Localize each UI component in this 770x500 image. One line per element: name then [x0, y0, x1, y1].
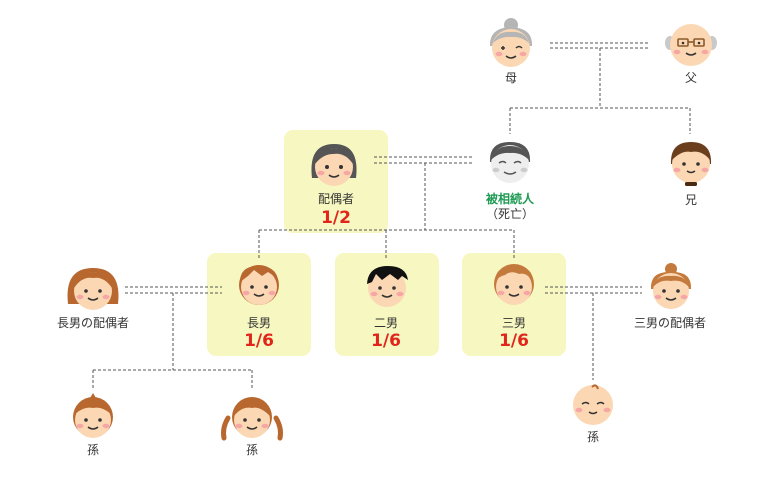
- brother-icon: [670, 142, 712, 186]
- eldest-son-label: 長男: [246, 316, 272, 330]
- mother-icon: [489, 18, 533, 67]
- eldest-son-spouse-label: 長男の配偶者: [56, 316, 130, 330]
- grandchild-2-icon: [221, 397, 283, 441]
- grandchild-3-icon: [573, 384, 613, 425]
- grandchild-3-label: 孫: [586, 430, 600, 444]
- third-son-label: 三男: [501, 316, 527, 330]
- eldest-son-icon: [239, 265, 279, 305]
- grandchild-1-icon: [73, 393, 113, 438]
- second-son-share: 1/6: [371, 331, 401, 351]
- father-icon: [665, 24, 717, 66]
- deceased-icon: [489, 142, 531, 183]
- father-label: 父: [684, 71, 698, 85]
- spouse-share: 1/2: [321, 208, 351, 228]
- grandchild-2-label: 孫: [245, 443, 259, 457]
- second-son-icon: [367, 266, 408, 307]
- mother-label: 母: [504, 71, 518, 85]
- spouse-label: 配偶者: [317, 192, 355, 206]
- grandchild-1-label: 孫: [86, 443, 100, 457]
- second-son-label: 二男: [373, 316, 399, 330]
- spouse-icon: [311, 144, 357, 186]
- third-son-icon: [494, 264, 534, 305]
- third-son-spouse-icon: [650, 263, 692, 309]
- eldest-son-share: 1/6: [244, 331, 274, 351]
- third-son-spouse-label: 三男の配偶者: [633, 316, 707, 330]
- brother-label: 兄: [684, 193, 698, 207]
- eldest-son-spouse-icon: [67, 268, 119, 310]
- deceased-label: 被相続人: [485, 192, 535, 206]
- deceased-note: （死亡）: [485, 207, 535, 221]
- third-son-share: 1/6: [499, 331, 529, 351]
